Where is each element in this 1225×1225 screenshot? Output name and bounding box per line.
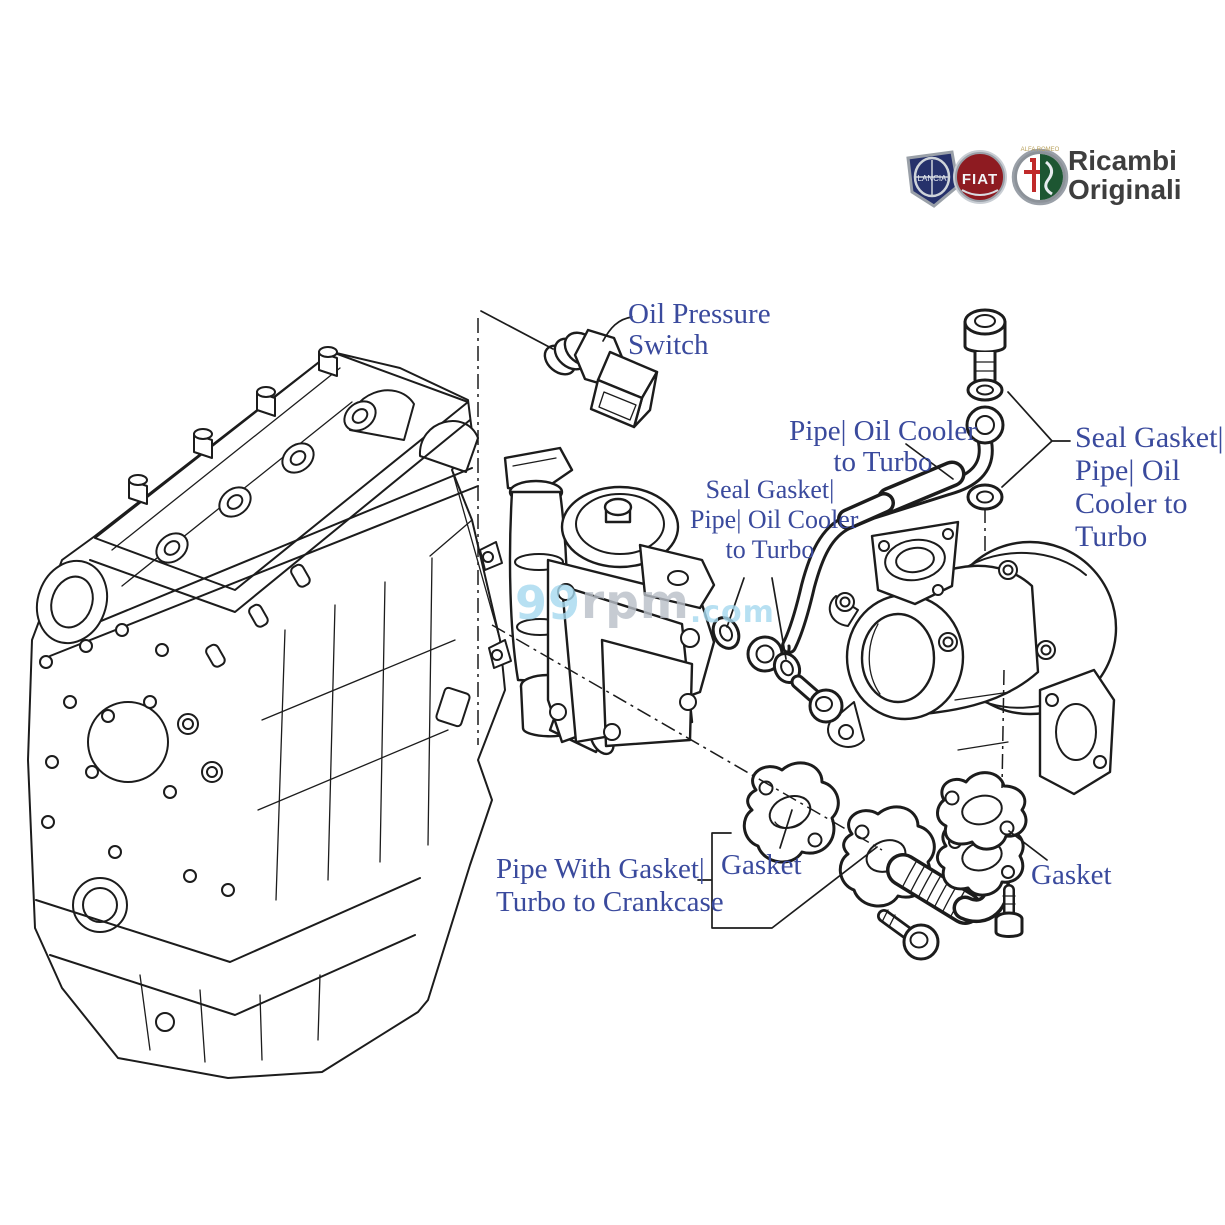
centerlines (477, 318, 1005, 851)
label-pipe-with-gasket: Pipe With Gasket| Turbo to Crankcase (496, 853, 724, 919)
label-line: Seal Gasket| (1075, 421, 1224, 454)
banjo-bolt-icon (963, 308, 1007, 386)
label-seal-gasket-right: Seal Gasket| Pipe| Oil Cooler to Turbo (1075, 421, 1223, 553)
leader-seal-gasket-right (1001, 391, 1071, 488)
leader-seal-gasket-mid (726, 577, 787, 660)
oil-pressure-switch-part (543, 328, 659, 429)
label-gasket-left: Gasket (721, 849, 802, 881)
bolt-icon (790, 674, 844, 724)
gasket-right-part (936, 771, 1028, 851)
lancia-logo-text: LANCIA (918, 174, 948, 183)
label-gasket-right: Gasket (1031, 859, 1112, 891)
bolt-icon (994, 884, 1024, 938)
brand-title-line1: Ricambi (1068, 145, 1177, 176)
label-line: Pipe| Oil Cooler (789, 415, 977, 447)
label-line: Cooler to (1075, 487, 1188, 520)
leader-gasket-left (779, 809, 793, 849)
label-line: to Turbo (725, 535, 815, 564)
label-line: Turbo to Crankcase (496, 886, 724, 918)
brand-title: Ricambi Originali (1068, 146, 1182, 204)
label-seal-gasket-mid: Seal Gasket| Pipe| Oil Cooler to Turbo (690, 475, 859, 565)
label-line: Turbo (1075, 520, 1148, 553)
fiat-logo: FIAT (953, 150, 1007, 204)
watermark-suffix: .com (689, 595, 775, 630)
leader-pipe-with-gasket-bracket (697, 832, 878, 929)
fiat-logo-text: FIAT (962, 171, 998, 188)
bolt-icon (877, 909, 940, 961)
oil-pipe-cooler-to-turbo-part (711, 308, 1007, 724)
watermark-prefix: 99 (515, 576, 582, 630)
watermark-mid: rpm (581, 575, 690, 630)
label-line: Oil Pressure (628, 298, 771, 330)
leader-pipe-oil-cooler (905, 443, 954, 480)
label-oil-pressure-switch: Oil Pressure Switch (628, 299, 771, 361)
alfa-romeo-logo: ALFA ROMEO (1011, 147, 1069, 206)
leader-gasket-right (1008, 830, 1048, 861)
label-line: to Turbo (833, 446, 933, 478)
label-line: Pipe| Oil Cooler (690, 505, 859, 534)
lancia-logo: LANCIA (906, 150, 960, 208)
brand-title-line2: Originali (1068, 174, 1182, 205)
label-line: Pipe With Gasket| (496, 853, 705, 885)
engine-illustration (27, 346, 506, 1079)
label-line: Switch (628, 329, 709, 361)
label-line: Pipe| Oil (1075, 454, 1181, 487)
leader-top-left (480, 310, 554, 350)
leader-lines (480, 310, 1071, 929)
seal-gasket-right-icon (966, 483, 1004, 511)
oil-cooler-part (479, 446, 716, 756)
label-pipe-oil-cooler-to-turbo: Pipe| Oil Cooler to Turbo (788, 416, 978, 478)
drain-pipe-turbo-to-crankcase-part (742, 761, 1028, 961)
label-line: Seal Gasket| (705, 475, 835, 504)
brand-logos: LANCIA FIAT ALFA ROMEO (906, 147, 1069, 208)
alfa-logo-text: ALFA ROMEO (1021, 147, 1060, 153)
seal-washer-icon (966, 378, 1004, 402)
leader-oil-pressure-switch (602, 316, 633, 342)
turbocharger-part (827, 520, 1118, 796)
